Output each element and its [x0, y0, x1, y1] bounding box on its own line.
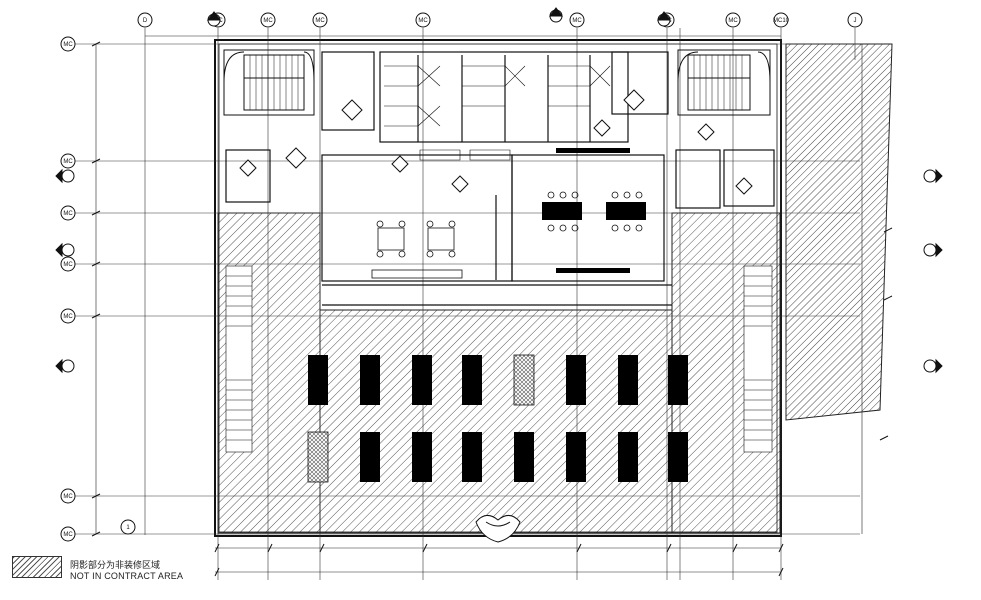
- stair-core-right: [677, 49, 771, 116]
- grid-bubble-row-1: MC: [60, 36, 76, 52]
- columns-black: [308, 355, 688, 482]
- legend-hatch-swatch: [12, 556, 62, 578]
- legend: 阴影部分为非装修区域 NOT IN CONTRACT AREA: [12, 556, 212, 596]
- grid-bubble-row-3: MC: [60, 205, 76, 221]
- section-marker-top-2: [549, 7, 563, 23]
- right-ticks: [879, 227, 893, 441]
- grid-bubble-row-7: MC: [60, 526, 76, 542]
- conference-tables: [542, 148, 646, 273]
- section-marker-left-3: [55, 358, 75, 374]
- svg-text:MC: MC: [63, 211, 73, 217]
- columns-crosshatched: [307, 354, 535, 483]
- grid-bubbles-left: MC MC MC MC MC MC MC 1: [60, 36, 136, 542]
- svg-text:MC: MC: [63, 532, 73, 538]
- svg-text:MC: MC: [728, 18, 738, 24]
- section-marker-top-1: [207, 11, 221, 27]
- grid-bubble-mc10: MC10: [773, 12, 790, 28]
- svg-text:MC: MC: [572, 18, 582, 24]
- section-marker-right-1: [923, 168, 943, 184]
- grid-bubble-j: J: [847, 12, 863, 28]
- dimension-lines: [95, 35, 863, 573]
- svg-text:J: J: [854, 18, 857, 24]
- grid-bubble-mc-7: MC: [725, 12, 741, 28]
- svg-text:MC: MC: [315, 18, 325, 24]
- grid-label-d: D: [143, 18, 148, 24]
- grid-bubble-mc-3: MC: [312, 12, 328, 28]
- grid-bubble-row-5: MC: [60, 308, 76, 324]
- section-marker-right-2: [923, 242, 943, 258]
- svg-text:MC: MC: [263, 18, 273, 24]
- grid-bubble-mc-4: MC: [415, 12, 431, 28]
- grid-bubble-row-6: MC: [60, 488, 76, 504]
- section-marker-top-3: [657, 11, 671, 27]
- svg-text:MC10: MC10: [773, 18, 790, 24]
- grid-bubble-row-4: MC: [60, 256, 76, 272]
- section-marker-left-1: [55, 168, 75, 184]
- svg-text:1: 1: [126, 525, 130, 531]
- dining-tables: [371, 220, 463, 279]
- grid-lines: [75, 28, 860, 580]
- section-marker-right-3: [923, 358, 943, 374]
- svg-text:MC: MC: [63, 314, 73, 320]
- svg-text:MC: MC: [418, 18, 428, 24]
- room-tags: [239, 89, 753, 195]
- entry-feature: [475, 515, 521, 543]
- side-stairs: [225, 265, 773, 453]
- dimension-ticks: [91, 41, 784, 577]
- grid-bubble-row-1b: 1: [120, 519, 136, 535]
- non-contract-areas: [217, 43, 893, 534]
- legend-chinese-label: 阴影部分为非装修区域: [70, 561, 161, 571]
- stair-core-left: [223, 49, 315, 116]
- grid-bubble-d: D: [137, 12, 153, 28]
- grid-bubbles-top: D MC MC MC MC MC MC MC MC10 J: [137, 12, 863, 28]
- legend-english-label: NOT IN CONTRACT AREA: [70, 571, 184, 581]
- svg-text:MC: MC: [63, 262, 73, 268]
- grid-bubble-mc-2: MC: [260, 12, 276, 28]
- section-markers: [55, 7, 943, 374]
- svg-text:MC: MC: [63, 494, 73, 500]
- section-marker-left-2: [55, 242, 75, 258]
- svg-text:MC: MC: [63, 42, 73, 48]
- restroom-stalls: [384, 65, 611, 161]
- grid-bubble-row-2: MC: [60, 153, 76, 169]
- svg-text:MC: MC: [63, 159, 73, 165]
- grid-bubble-mc-5: MC: [569, 12, 585, 28]
